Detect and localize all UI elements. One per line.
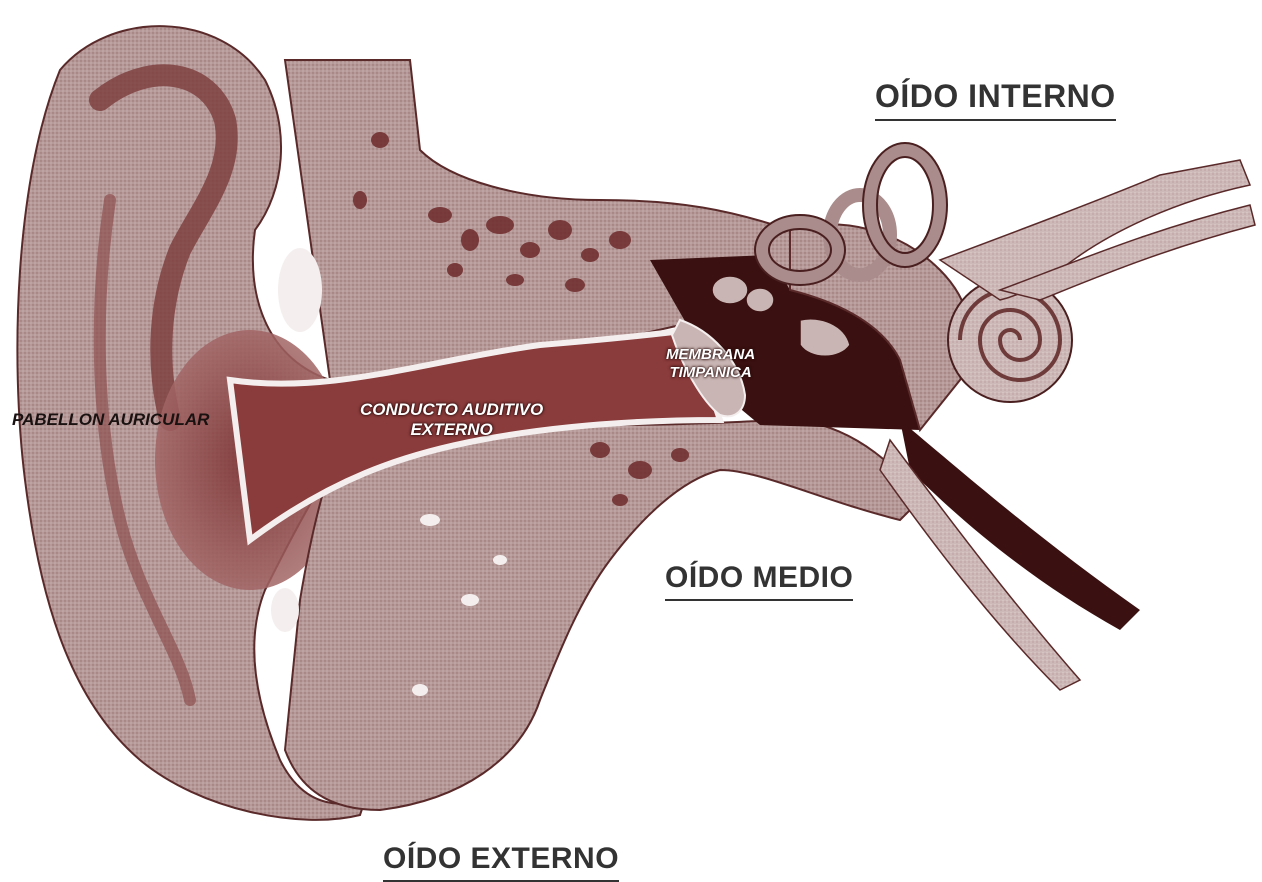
membrana-timpanica-line1: MEMBRANA [666,346,755,364]
membrana-timpanica-line2: TIMPANICA [666,364,755,382]
conducto-auditivo-line1: CONDUCTO AUDITIVO [360,400,543,420]
lower-tissue [285,420,920,810]
oido-interno-title: OÍDO INTERNO [875,78,1116,121]
conducto-auditivo-label: CONDUCTO AUDITIVO EXTERNO [360,400,543,440]
membrana-timpanica-label: MEMBRANA TIMPANICA [666,346,755,382]
oido-medio-label: OÍDO MEDIO [665,561,853,601]
pabellon-auricular-label: PABELLON AURICULAR [12,410,209,430]
oido-externo-title: OÍDO EXTERNO [383,842,619,882]
oido-externo-label: OÍDO EXTERNO [383,842,619,882]
conducto-auditivo-line2: EXTERNO [360,420,543,440]
oido-interno-label: OÍDO INTERNO [875,78,1116,121]
pabellon-auricular-text: PABELLON AURICULAR [12,410,209,429]
oido-medio-title: OÍDO MEDIO [665,561,853,601]
